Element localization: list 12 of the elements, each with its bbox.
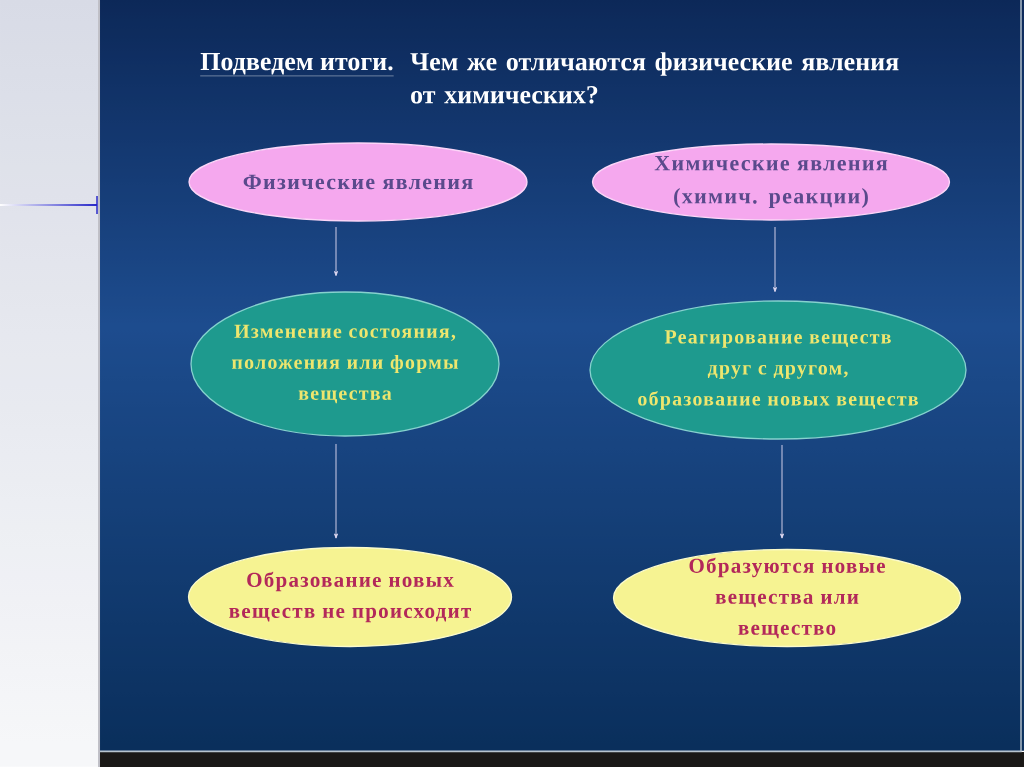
arrow — [334, 443, 338, 539]
arrow — [334, 226, 338, 277]
ellipse-node: Химические явления (химич. реакции) — [591, 143, 951, 221]
title: Подведем итоги. — [200, 52, 394, 77]
ellipse-node: Реагирование веществ друг с другом, образование новых веществ — [589, 300, 967, 440]
ellipse-node: Образуются новые вещества или вещество — [612, 548, 962, 648]
ellipse-node: Физические явления — [188, 142, 528, 222]
question-text: Чем же отличаются физические явления от химических? — [410, 52, 899, 104]
arrow — [780, 444, 784, 539]
ellipse-node: Образование новых веществ не происходит — [187, 546, 513, 648]
ellipse-node: Изменение состояния, положения или формы вещества — [190, 291, 500, 437]
arrow — [773, 226, 777, 293]
